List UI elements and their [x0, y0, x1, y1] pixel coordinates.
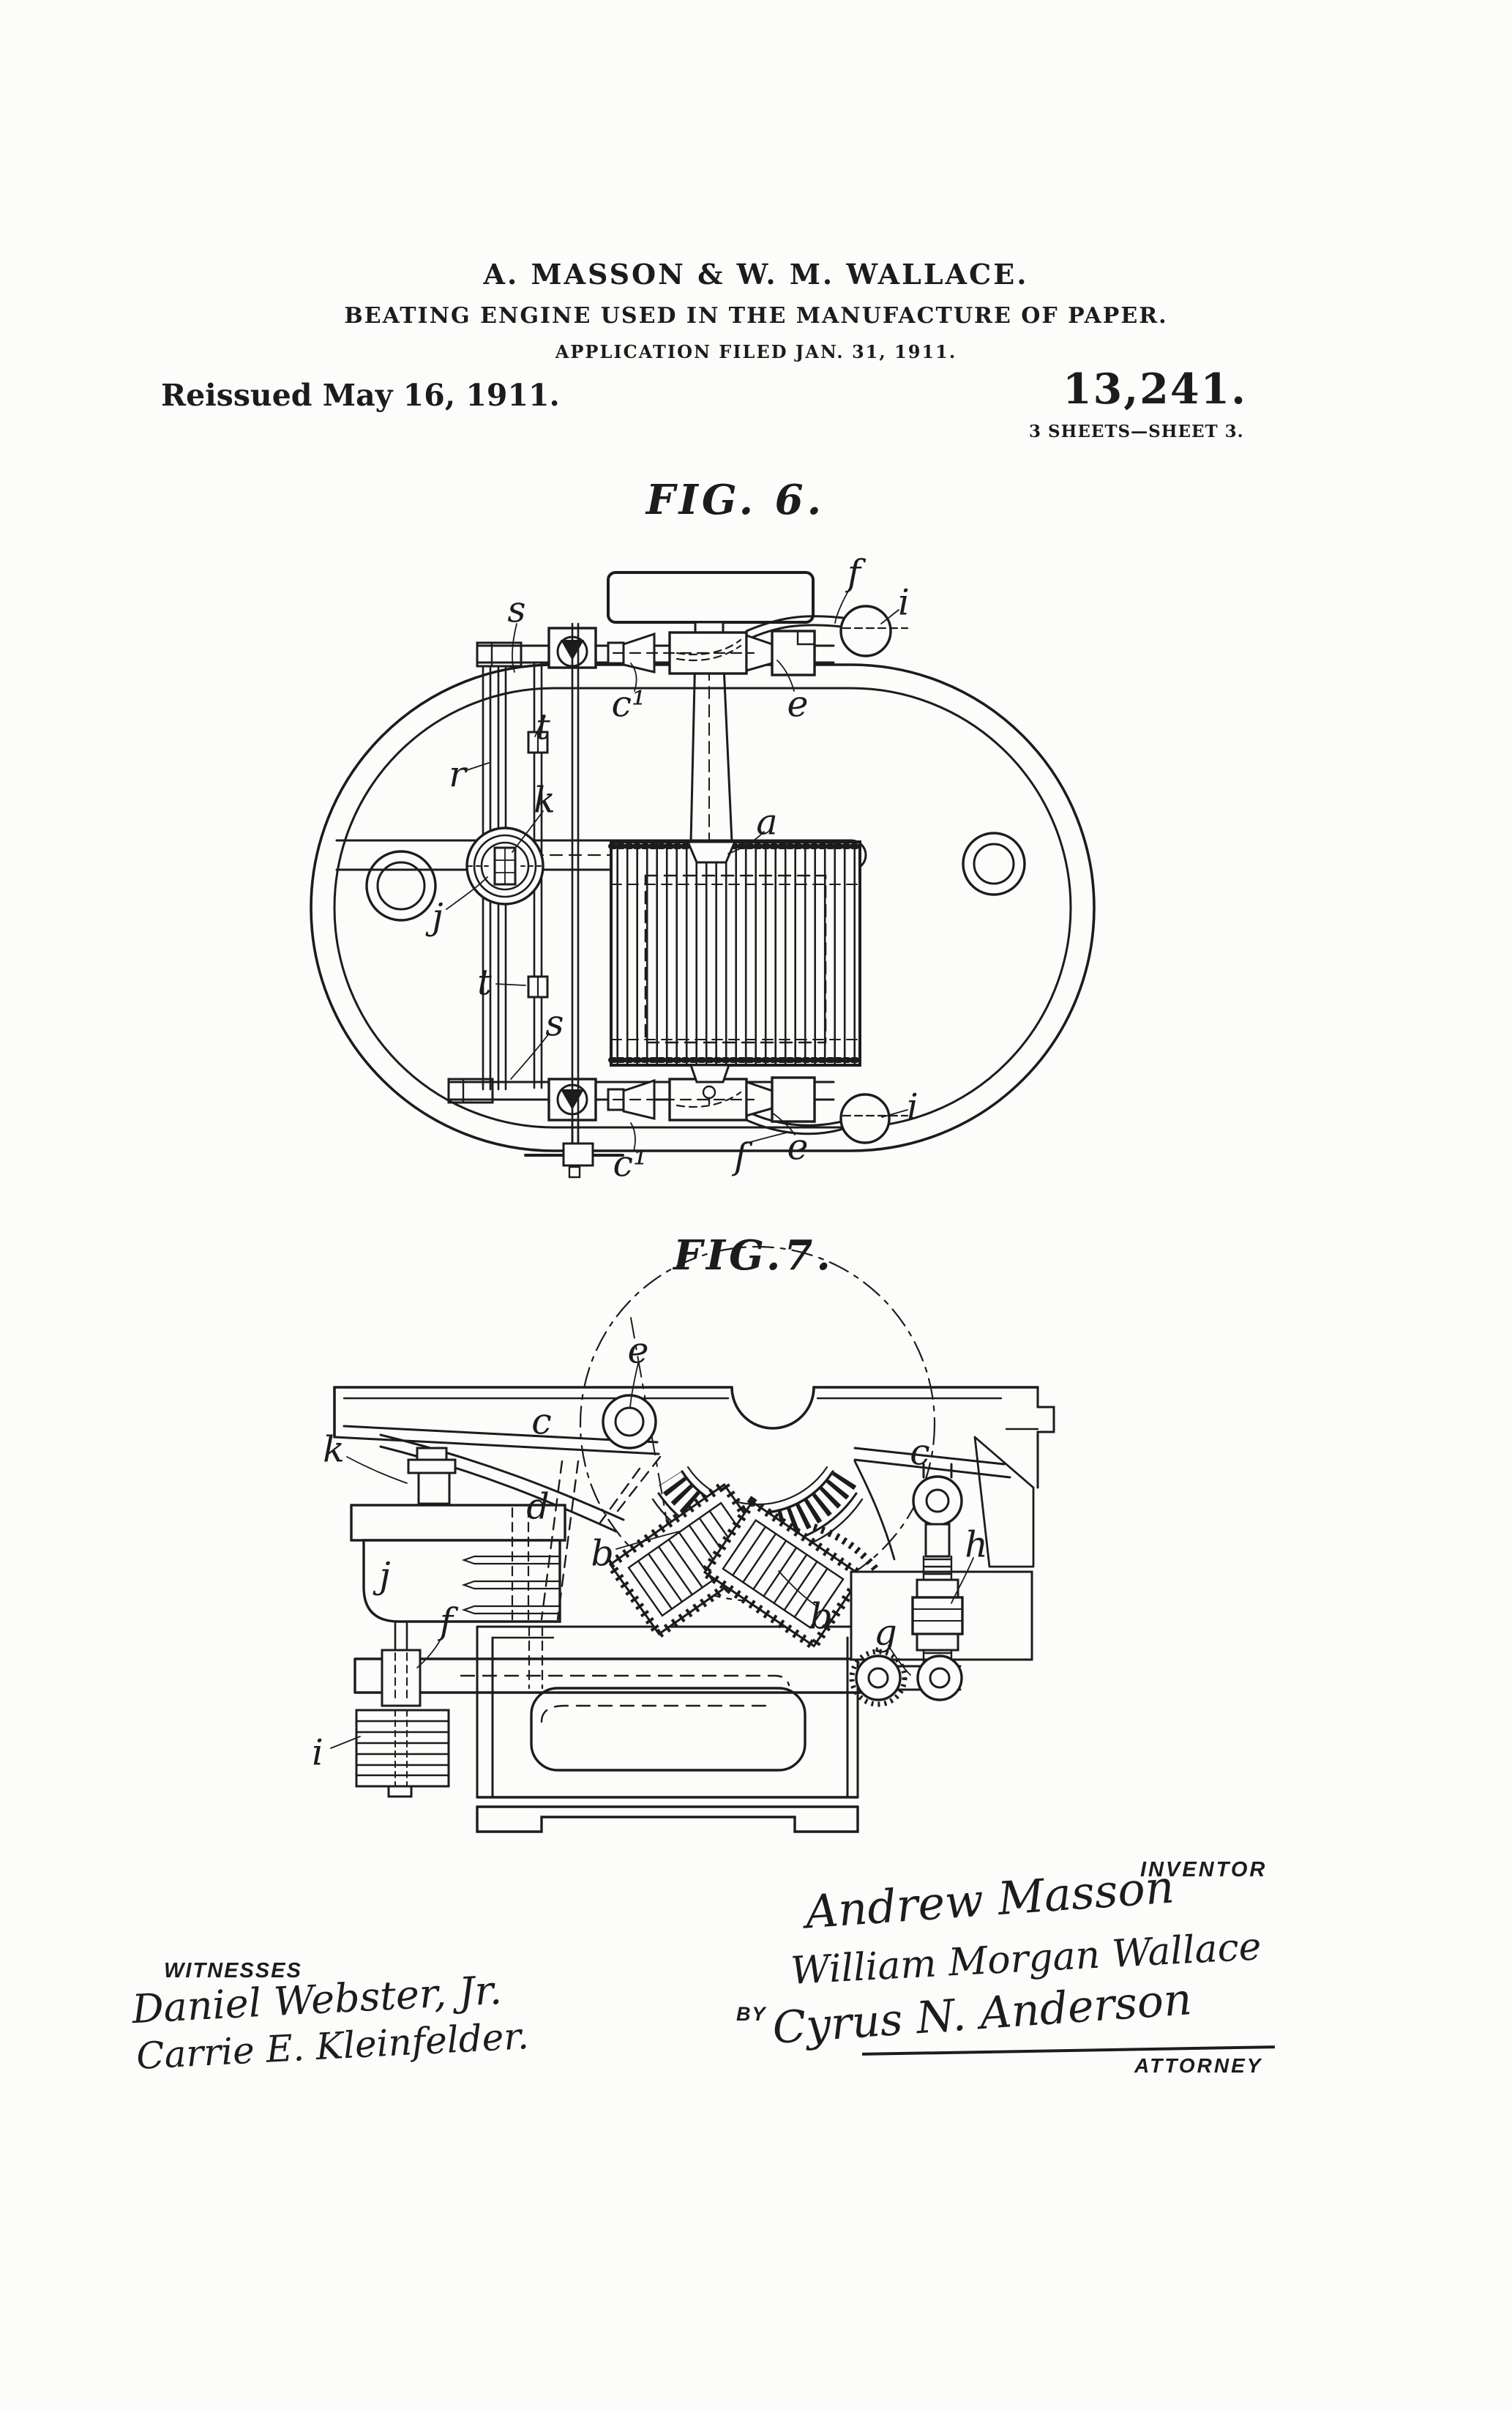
- fig6-label-c1-bottom: c¹: [613, 1143, 648, 1185]
- fig6-label-e-top: e: [787, 683, 809, 725]
- fig7-label-k: k: [323, 1428, 345, 1471]
- fig7-label-h: h: [965, 1523, 988, 1566]
- fig6-label-k: k: [534, 779, 555, 821]
- fig6-drawing: [310, 571, 1096, 1179]
- fig6-label-j: j: [432, 895, 444, 938]
- fig6-label-r: r: [449, 753, 466, 796]
- invention-title: BEATING ENGINE USED IN THE MANUFACTURE O…: [344, 303, 1168, 329]
- fig7-label-i: i: [312, 1731, 323, 1774]
- fig7-label-c-right: c: [910, 1431, 930, 1474]
- fig6-label-a: a: [756, 801, 778, 843]
- inventor-heading: INVENTOR: [1140, 1858, 1268, 1881]
- fig6-label-e-bottom: e: [787, 1126, 809, 1168]
- fig6-label-i-bottom: i: [907, 1086, 918, 1128]
- author-line: A. MASSON & W. M. WALLACE.: [483, 258, 1029, 291]
- fig7-label-b-right: b: [809, 1595, 833, 1638]
- fig6-label-f-top: f: [847, 552, 861, 594]
- witnesses-heading: WITNESSES: [164, 1959, 302, 1982]
- application-line: APPLICATION FILED JAN. 31, 1911.: [555, 341, 957, 362]
- fig6-label-s-lower: s: [545, 1002, 564, 1045]
- fig7-label-c-left: c: [531, 1400, 552, 1443]
- reissue-date: Reissued May 16, 1911.: [161, 378, 560, 413]
- fig6-label-f-bottom: f: [733, 1135, 748, 1178]
- fig7-title: FIG.7.: [673, 1231, 834, 1280]
- fig7-label-g: g: [874, 1611, 897, 1654]
- fig7-label-d: d: [526, 1485, 550, 1528]
- by-label: BY: [736, 2003, 767, 2025]
- patent-number: 13,241.: [1063, 365, 1247, 414]
- fig7-label-j: j: [379, 1554, 391, 1597]
- fig7-drawing: [330, 1245, 1055, 1833]
- fig6-label-i-top: i: [898, 581, 910, 624]
- fig6-label-t-upper: t: [536, 706, 550, 748]
- fig7-label-e: e: [627, 1329, 649, 1372]
- attorney-heading: ATTORNEY: [1134, 2054, 1263, 2077]
- fig6-label-s-top: s: [507, 589, 526, 631]
- sheet-info: 3 SHEETS—SHEET 3.: [1029, 422, 1244, 441]
- fig7-label-f: f: [439, 1600, 454, 1643]
- fig6-label-c1-top: c¹: [611, 683, 646, 725]
- fig6-title: FIG. 6.: [645, 476, 826, 524]
- fig7-label-b-left: b: [591, 1532, 614, 1575]
- fig6-label-t-lower: t: [477, 961, 492, 1004]
